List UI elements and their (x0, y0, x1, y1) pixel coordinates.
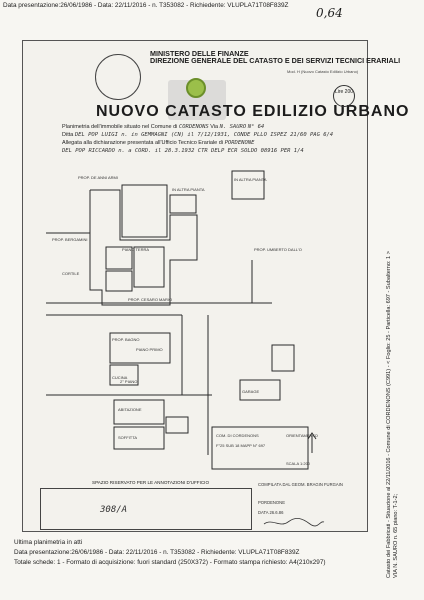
plan-foglio: F°25 SUB 18 MAPP N° 697 (216, 443, 266, 448)
plan-label-12: 2° PIANO (120, 379, 137, 384)
ditta-label: Ditta (62, 132, 74, 138)
plan-room (133, 246, 165, 288)
plan-room (169, 194, 197, 214)
plan-label-13: CORTILE (62, 271, 80, 276)
plan-label-2: PIANO PRIMO (136, 347, 163, 352)
header-line: Data presentazione:26/06/1986 - Data: 22… (3, 2, 289, 9)
reserved-box (40, 488, 252, 530)
plan-label-4: IN ALTRA PIANTA (234, 177, 267, 182)
allegata-line: Allegata alla dichiarazione presentata a… (62, 140, 254, 146)
footer-line-1: Ultima planimetria in atti (14, 539, 83, 546)
reserved-handwritten: 308/A (100, 505, 128, 515)
sidebar-line-1: Catasto dei Fabbricati - Situazione al 2… (386, 251, 392, 578)
sidebar-text: Catasto dei Fabbricati - Situazione al 2… (386, 251, 400, 578)
ministry-line-1: MINISTERO DELLE FINANZE (150, 49, 249, 58)
plan-label-9: CUCINA (112, 375, 128, 380)
plan-room (165, 416, 189, 434)
plan-room (239, 379, 281, 401)
plan-label-6: PROP. UMBERTO DALL'O (254, 247, 302, 252)
reserved-title: SPAZIO RISERVATO PER LE ANNOTAZIONI D'UF… (92, 480, 210, 485)
signature-date: DATA 26.6.86 (258, 510, 284, 515)
floor-plan-drawing: PROP. DE ANNI ARMI PIANO TERRA PIANO PRI… (46, 170, 318, 470)
planimetria-label: Planimetria dell'immobile situato nel Co… (62, 124, 178, 130)
handwritten-number: 0,64 (316, 6, 343, 20)
model-label: Mod. H (Nuovo Catasto Edilizio Urbano) (287, 69, 359, 74)
plan-room (231, 170, 265, 200)
del-line: DEL POP RICCARDO n. a CORD. il 28.3.1932… (62, 148, 304, 154)
ministry-heading: MINISTERO DELLE FINANZE DIREZIONE GENERA… (150, 50, 400, 64)
signature-block: COMPILATA DAL GEOM. BRAGIN FURGAIN (258, 482, 343, 487)
plan-label-10: ABITAZIONE (118, 407, 142, 412)
plan-room (271, 344, 295, 372)
plan-room (105, 270, 133, 292)
green-stamp-icon (186, 78, 206, 98)
ministry-line-2: DIREZIONE GENERALE DEL CATASTO E DEI SER… (150, 56, 401, 65)
plan-wall (89, 189, 198, 306)
plan-orientamento: ORIENTAMENTO (286, 433, 318, 438)
civico-value: N° 64 (247, 124, 265, 130)
seal-logo (95, 54, 141, 100)
plan-room (105, 246, 133, 270)
plan-label-14: GARAGE (242, 389, 259, 394)
plan-room (113, 399, 165, 425)
plan-label-5: PROP. CESARO MARIO (128, 297, 172, 302)
ditta-value: DEL POP LUIGI n. in GEMMAGNI (CN) il 7/1… (74, 132, 334, 138)
north-arrow-head (307, 432, 317, 440)
plan-label-8: PROP. BAGNO (112, 337, 140, 342)
plan-scala: SCALA 1:200 (286, 461, 311, 466)
sidebar-line-2: VIA N. SAURO n. 65 piano: T-1-2; (393, 493, 399, 578)
plan-room (121, 184, 168, 238)
ufficio-value: PORDENONE (224, 140, 255, 146)
plan-room (113, 426, 165, 450)
plan-label-0: PROP. DE ANNI ARMI (78, 175, 118, 180)
plan-room (109, 332, 171, 364)
footer-line-3: Totale schede: 1 - Formato di acquisizio… (14, 559, 326, 566)
plan-comune: COM. DI CORDENONS (216, 433, 259, 438)
planimetria-line: Planimetria dell'immobile situato nel Co… (62, 124, 264, 130)
via-value: N. SAURO (219, 124, 247, 130)
ditta-line: Ditta DEL POP LUIGI n. in GEMMAGNI (CN) … (62, 132, 333, 138)
footer-line-2: Data presentazione:26/06/1986 - Data: 22… (14, 549, 300, 556)
page-title: NUOVO CATASTO EDILIZIO URBANO (96, 103, 410, 120)
plan-label-1: PIANO TERRA (122, 247, 149, 252)
comune-value: CORDENONS (178, 124, 209, 130)
plan-label-3: IN ALTRA PIANTA (172, 187, 205, 192)
legend-box (211, 426, 309, 470)
signature-place: PORDENONE (258, 500, 285, 505)
plan-sheet (22, 40, 368, 532)
stamp-price: Lire 200 (333, 85, 355, 107)
via-label: Via (210, 124, 219, 130)
allegata-label: Allegata alla dichiarazione presentata a… (62, 140, 224, 146)
plan-label-11: SOFFITTA (118, 435, 137, 440)
handwritten-signature (263, 518, 325, 527)
plan-label-7: PROP. BERGAMINI (52, 237, 88, 242)
del-value: DEL POP RICCARDO n. a CORD. il 28.3.1932… (62, 148, 304, 154)
plan-room (109, 364, 139, 386)
